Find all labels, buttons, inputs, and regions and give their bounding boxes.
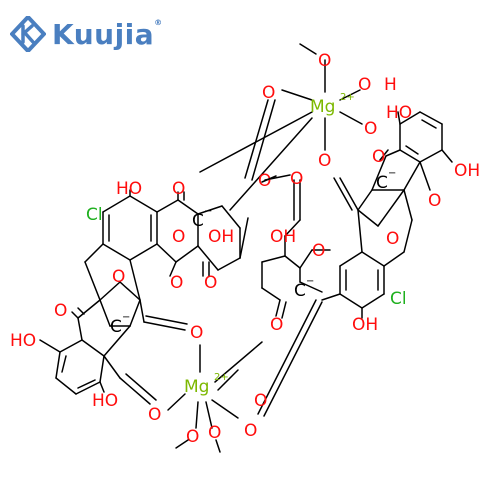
atom-o-left-low: O xyxy=(190,323,203,343)
atom-o-top-left: O xyxy=(262,83,275,103)
atom-o-right-keto2: O xyxy=(428,191,441,211)
charge-c-left-low-anion: − xyxy=(122,312,130,323)
atom-o-right-keto1: O xyxy=(372,147,385,167)
charge-mg-bottom: 2+ xyxy=(214,372,229,383)
atom-o-top-right: O xyxy=(364,119,377,139)
methyl-stubs xyxy=(175,43,317,453)
atom-o-bottom-2: O xyxy=(208,423,221,443)
atom-water-h: H xyxy=(384,75,397,95)
atom-ho-left: HO xyxy=(116,179,142,199)
atom-mg-bottom: Mg xyxy=(184,377,209,397)
brand-name-text: Kuujia xyxy=(52,17,155,51)
atom-o-top-methoxy: O xyxy=(318,51,331,71)
atom-o-left-ester2: O xyxy=(170,273,183,293)
charge-c-mid-anion: − xyxy=(306,276,314,287)
atom-o-left-keto2: O xyxy=(54,301,67,321)
atom-cl-right: Cl xyxy=(390,289,407,309)
atom-ho-right-top: HO xyxy=(386,103,412,123)
atom-o-left-bridge: O xyxy=(112,267,125,287)
brand-name: Kuujia® xyxy=(52,18,163,51)
atom-water-o: O xyxy=(358,75,371,95)
charge-c-right-anion: − xyxy=(388,168,396,179)
atom-o-right-bridge: O xyxy=(386,229,399,249)
atom-o-top-lower: O xyxy=(318,151,331,171)
atom-c-left-anion: C xyxy=(192,211,204,231)
atom-oh-left-mid: OH xyxy=(208,227,234,247)
atom-o-right-ester2: O xyxy=(290,169,303,189)
atom-o-mid-ring: O xyxy=(312,241,325,261)
atom-oh-mid: OH xyxy=(270,227,296,247)
atom-c-mid-anion: C xyxy=(294,281,306,301)
atom-o-bottom-3: O xyxy=(244,421,257,441)
bond-lines xyxy=(39,59,453,429)
atom-mg-top: Mg xyxy=(310,97,335,117)
atom-labels: O Mg 2+ O H O O O HO OH O O C − HO Cl O … xyxy=(10,51,480,447)
atom-cl-left: Cl xyxy=(86,205,103,225)
kuujia-k-icon xyxy=(10,16,46,52)
atom-ho-left-low: HO xyxy=(10,331,36,351)
atom-ho-left-bottom: HO xyxy=(92,391,118,411)
charge-mg-top: 2+ xyxy=(340,92,355,103)
atom-c-left-low-anion: C xyxy=(110,317,122,337)
atom-o-left-ester1: O xyxy=(172,227,185,247)
atom-o-bottom-1: O xyxy=(186,427,199,447)
atom-o-mg-low-b: O xyxy=(254,391,267,411)
atom-c-right-anion: C xyxy=(376,173,388,193)
atom-o-left-ester3: O xyxy=(204,273,217,293)
charge-c-left-anion: − xyxy=(204,206,212,217)
atom-o-mg-low-a: O xyxy=(148,405,161,425)
atom-o-mid-lower: O xyxy=(270,315,283,335)
brand-logo: Kuujia® xyxy=(10,12,163,56)
registered-mark: ® xyxy=(154,17,163,27)
atom-oh-right: OH xyxy=(454,161,480,181)
atom-o-left-keto1: O xyxy=(172,179,185,199)
atom-oh-right-low: OH xyxy=(352,315,378,335)
